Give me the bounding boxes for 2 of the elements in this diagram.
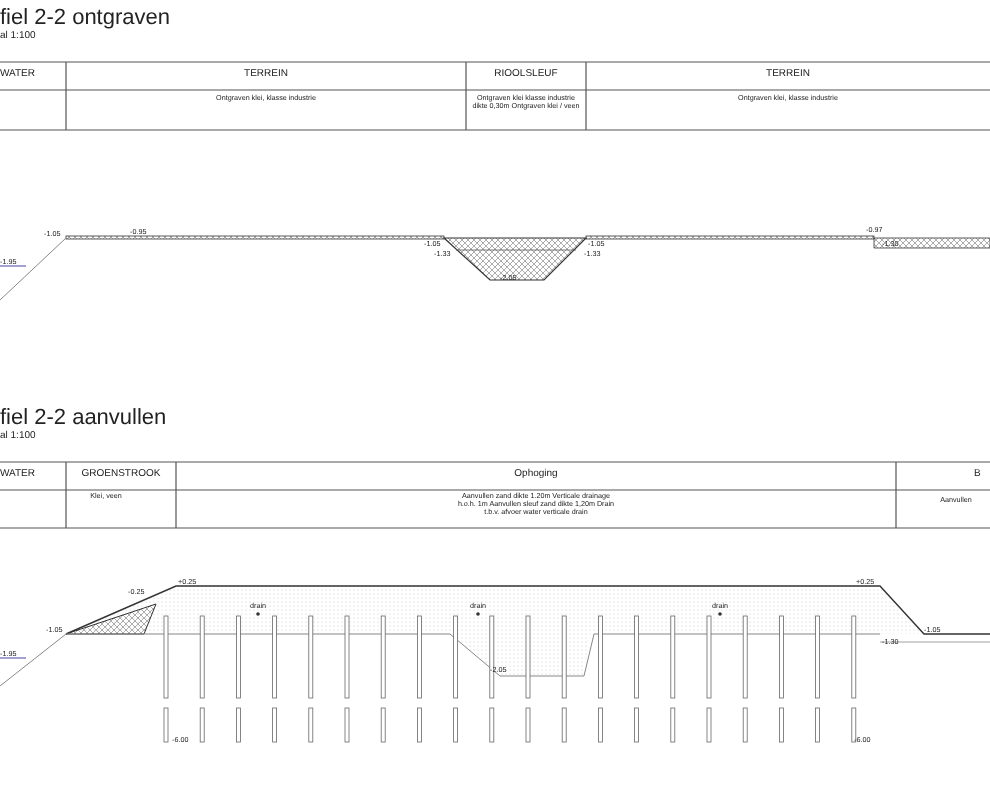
- drawing-title: fiel 2-2 ontgraven: [0, 6, 170, 30]
- drawing-title: fiel 2-2 aanvullen: [0, 406, 167, 430]
